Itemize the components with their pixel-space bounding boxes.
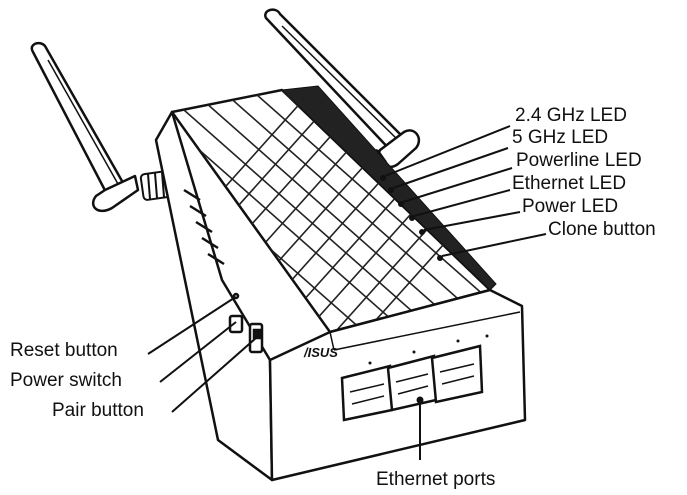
callout-dots	[416, 396, 424, 404]
label-power-switch: Power switch	[10, 370, 122, 391]
label-power-led: Power LED	[522, 196, 619, 217]
callout-lines	[147, 125, 547, 460]
leader-power-led	[423, 211, 521, 231]
side-vents	[183, 188, 225, 266]
leader-power-switch	[159, 321, 237, 383]
label-reset-button: Reset button	[10, 340, 118, 361]
label-clone-button: Clone button	[548, 219, 656, 240]
leader-pair	[171, 337, 257, 413]
leader-powerline	[402, 167, 513, 203]
label-ethernet-led: Ethernet LED	[512, 173, 627, 194]
asus-logo: /ISUS	[303, 345, 338, 360]
label-5ghz-led: 5 GHz LED	[512, 127, 609, 148]
leader-clone	[441, 233, 547, 257]
leader-ethernet-led	[413, 189, 511, 217]
leader-reset	[147, 297, 235, 355]
label-pair-button: Pair button	[52, 400, 144, 421]
label-powerline-led: Powerline LED	[516, 150, 642, 171]
led-markers	[380, 175, 443, 261]
leader-24ghz	[384, 125, 511, 177]
ethernet-ports[interactable]	[340, 344, 484, 422]
left-antenna	[30, 41, 140, 213]
label-24ghz-led: 2.4 GHz LED	[515, 105, 627, 126]
port-indicators	[368, 334, 489, 365]
leader-5ghz	[392, 147, 509, 189]
front-top-edge	[329, 331, 335, 351]
front-shelf	[333, 311, 521, 351]
label-ethernet-ports: Ethernet ports	[376, 469, 496, 490]
